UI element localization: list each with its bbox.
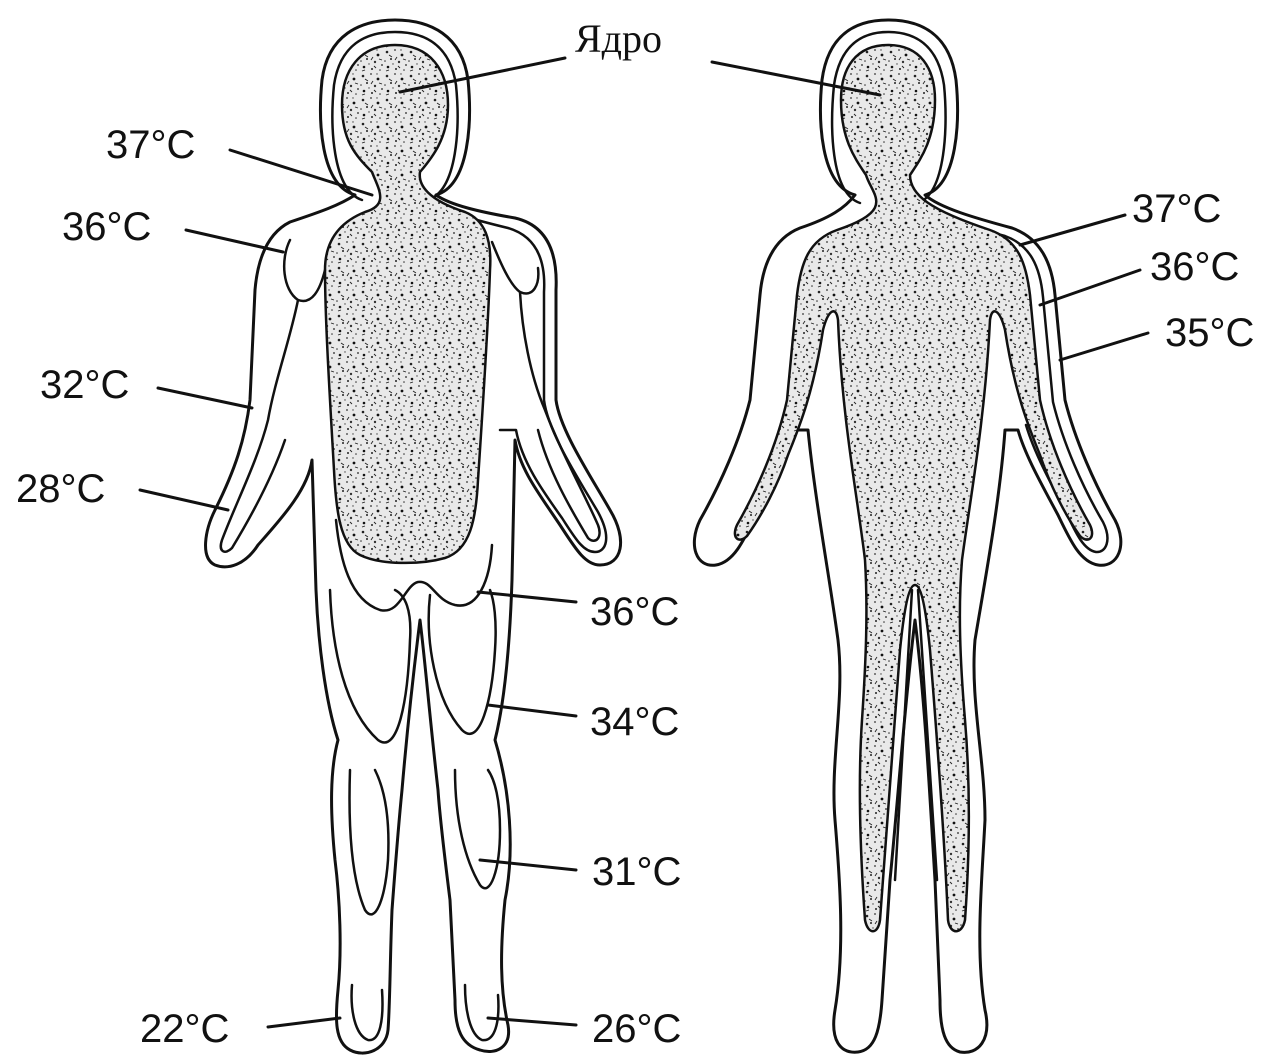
leader-left-shin	[480, 860, 576, 870]
shin-contour-left	[350, 770, 389, 914]
label-left-thigh: 34°C	[590, 700, 679, 744]
leader-left-neck	[230, 150, 372, 195]
leader-left-upper-arm	[158, 388, 252, 408]
right-shoulder-contour	[492, 242, 538, 293]
leader-left-foot-right	[488, 1018, 576, 1025]
right-figure	[694, 20, 1120, 1052]
right-figure-core	[735, 45, 1092, 931]
label-left-neck: 37°C	[106, 123, 195, 167]
label-left-upper-arm: 32°C	[40, 363, 129, 407]
thigh-contour-right	[429, 590, 496, 734]
thigh-contour-left	[330, 590, 410, 742]
foot-contour-right	[465, 985, 498, 1040]
label-right-shoulder-middle: 36°C	[1150, 245, 1239, 289]
left-figure	[206, 20, 621, 1053]
leader-right-shoulder-outer	[1060, 333, 1148, 360]
leader-left-forearm	[140, 490, 228, 510]
left-arm-contour	[221, 300, 298, 552]
leader-right-shoulder-inner	[1020, 215, 1125, 245]
foot-contour-left	[352, 985, 383, 1040]
shin-contour-right	[455, 770, 500, 888]
label-right-shoulder-outer: 35°C	[1165, 311, 1254, 355]
label-left-hip: 36°C	[590, 590, 679, 634]
label-right-shoulder-inner: 37°C	[1132, 187, 1221, 231]
label-left-foot-right: 26°C	[592, 1007, 681, 1051]
left-shoulder-contour	[284, 240, 325, 301]
label-left-forearm: 28°C	[16, 467, 105, 511]
label-left-shin: 31°C	[592, 850, 681, 894]
label-core: Ядро	[575, 16, 662, 61]
label-left-shoulder: 36°C	[62, 205, 151, 249]
leader-left-foot-left	[268, 1018, 340, 1027]
left-figure-core	[325, 45, 490, 563]
label-left-foot-left: 22°C	[140, 1007, 229, 1051]
